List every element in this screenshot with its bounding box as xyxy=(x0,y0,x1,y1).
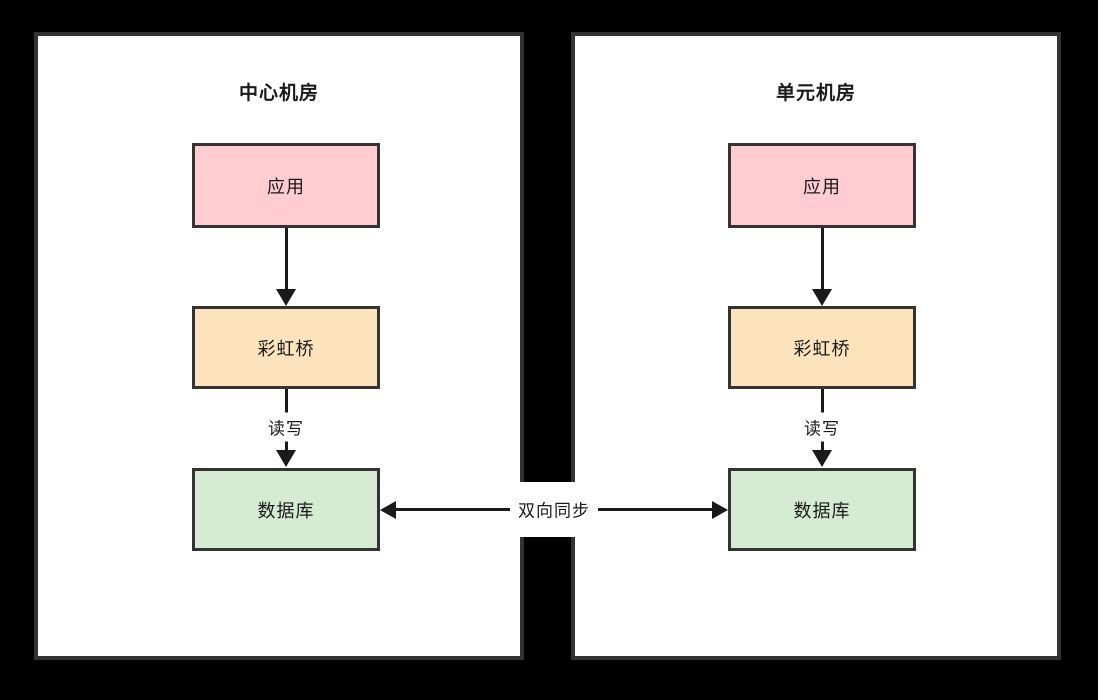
connector-app-to-bridge-unit xyxy=(820,228,824,290)
edge-label-read-write-center: 读写 xyxy=(262,412,310,442)
node-app-center[interactable]: 应用 xyxy=(192,143,380,228)
arrowhead-left-icon xyxy=(380,500,396,519)
node-label: 数据库 xyxy=(793,500,851,522)
node-label: 数据库 xyxy=(257,500,315,522)
node-label: 应用 xyxy=(267,176,305,198)
panel-title-center: 中心机房 xyxy=(238,82,319,104)
node-label: 彩虹桥 xyxy=(257,338,315,360)
connector-app-to-bridge-center xyxy=(284,228,288,290)
arrowhead-down-icon xyxy=(812,289,832,306)
node-bridge-center[interactable]: 彩虹桥 xyxy=(192,306,380,389)
arrowhead-down-icon xyxy=(812,450,832,467)
arrowhead-right-icon xyxy=(712,500,728,519)
arrowhead-down-icon xyxy=(276,450,296,467)
node-app-unit[interactable]: 应用 xyxy=(728,143,916,228)
node-bridge-unit[interactable]: 彩虹桥 xyxy=(728,306,916,389)
edge-label-bidirectional-sync: 双向同步 xyxy=(510,494,598,524)
panel-title-unit: 单元机房 xyxy=(775,82,856,104)
node-database-center[interactable]: 数据库 xyxy=(192,468,380,551)
node-label: 应用 xyxy=(803,176,841,198)
node-label: 彩虹桥 xyxy=(793,338,851,360)
arrowhead-down-icon xyxy=(276,289,296,306)
edge-label-read-write-unit: 读写 xyxy=(798,412,846,442)
node-database-unit[interactable]: 数据库 xyxy=(728,468,916,551)
